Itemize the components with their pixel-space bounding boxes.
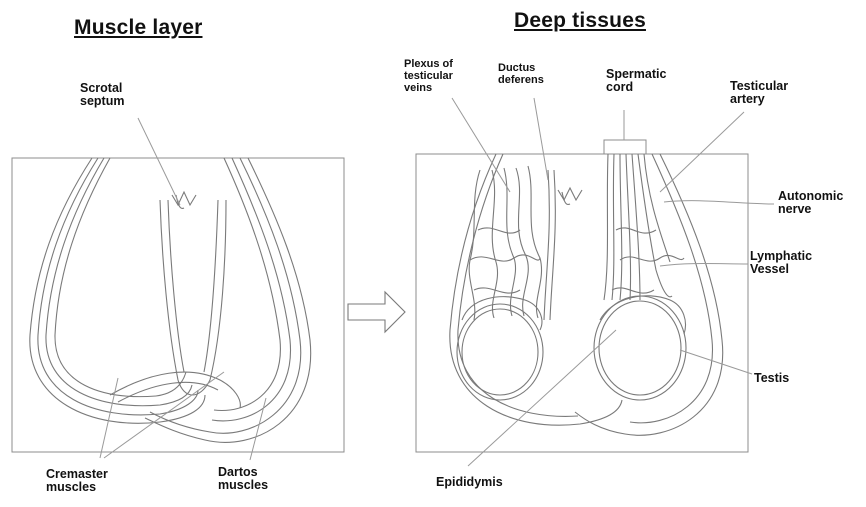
label-ductus-deferens: Ductus deferens <box>498 62 544 86</box>
muscle-layer-illustration <box>30 158 311 442</box>
label-cremaster-muscles: Cremaster muscles <box>46 468 108 494</box>
transition-arrow <box>348 292 405 332</box>
label-lymphatic-vessel: Lymphatic Vessel <box>750 250 812 276</box>
label-testicular-artery: Testicular artery <box>730 80 788 106</box>
deep-tissues-frame <box>416 154 748 452</box>
label-spermatic-cord: Spermatic cord <box>606 68 666 94</box>
label-autonomic-nerve: Autonomic nerve <box>778 190 843 216</box>
deep-tissues-illustration <box>450 154 723 435</box>
label-epididymis: Epididymis <box>436 476 503 489</box>
muscle-layer-title: Muscle layer <box>74 16 202 40</box>
spermatic-cord-box <box>604 140 646 154</box>
deep-tissues-title: Deep tissues <box>514 9 646 33</box>
label-plexus-testicular-veins: Plexus of testicular veins <box>404 58 453 94</box>
label-scrotal-septum: Scrotal septum <box>80 82 124 108</box>
label-dartos-muscles: Dartos muscles <box>218 466 268 492</box>
label-testis: Testis <box>754 372 789 385</box>
muscle-layer-leaders <box>100 118 266 460</box>
